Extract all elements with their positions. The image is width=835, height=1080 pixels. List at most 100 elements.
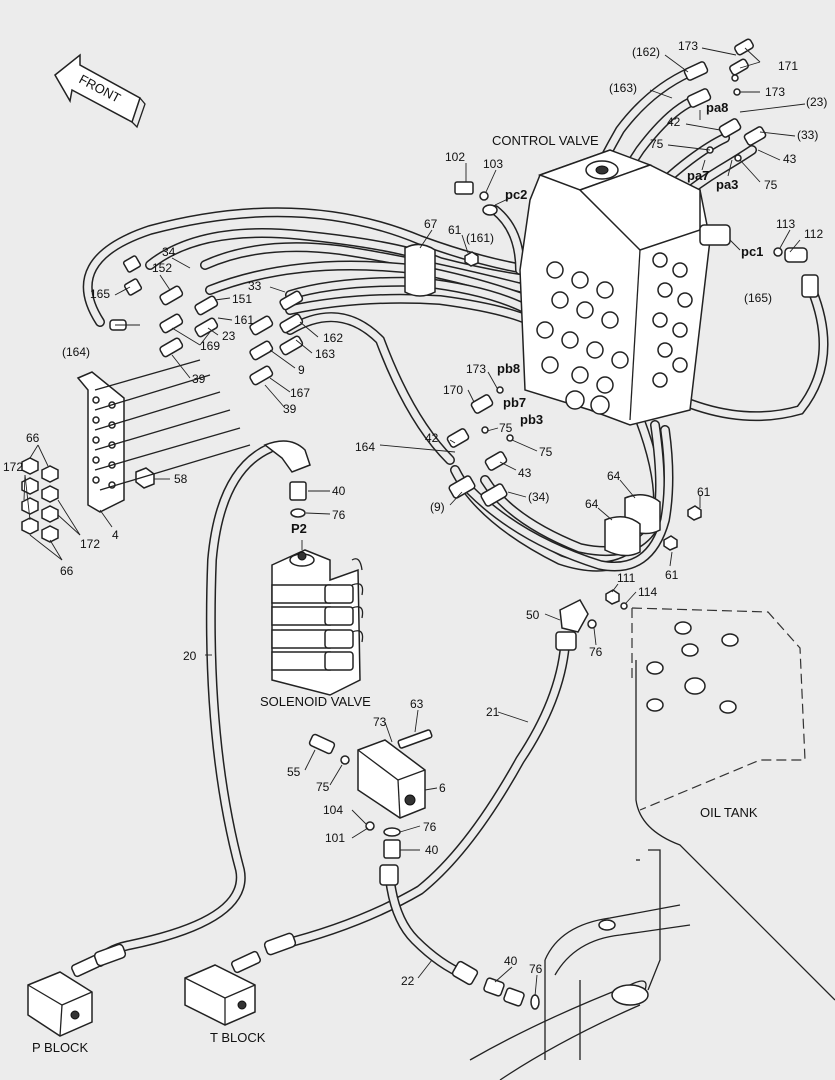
label-162: 162 (323, 331, 343, 345)
label-39: 39 (192, 372, 206, 386)
bracket (21, 255, 304, 543)
label-112: 112 (804, 227, 823, 241)
label-66: 66 (26, 431, 40, 445)
hose-clamps (404, 243, 661, 557)
control-valve-label: CONTROL VALVE (492, 133, 599, 148)
label-75: 75 (764, 178, 778, 192)
label-163-ref: (163) (609, 81, 637, 95)
t-block-label: T BLOCK (210, 1030, 266, 1045)
label-75: 75 (539, 445, 553, 459)
port-pc2: pc2 (505, 187, 527, 202)
label-58: 58 (174, 472, 188, 486)
label-21: 21 (486, 705, 500, 719)
label-167: 167 (290, 386, 310, 400)
valve-ports (536, 252, 693, 415)
control-valve (519, 149, 731, 426)
p-block-label: P BLOCK (32, 1040, 88, 1055)
port-p2: P2 (291, 521, 307, 536)
label-104: 104 (323, 803, 343, 817)
hex-nuts (21, 457, 59, 543)
label-23: 23 (222, 329, 236, 343)
oil-tank: OIL TANK (469, 607, 835, 1080)
label-67: 67 (424, 217, 438, 231)
label-161-ref: (161) (466, 231, 494, 245)
label-40: 40 (504, 954, 518, 968)
label-162-ref: (162) (632, 45, 660, 59)
label-151: 151 (232, 292, 252, 306)
label-66: 66 (60, 564, 74, 578)
label-64: 64 (607, 469, 621, 483)
label-76: 76 (332, 508, 346, 522)
label-42: 42 (667, 115, 681, 129)
port-pa7: pa7 (687, 168, 709, 183)
front-arrow-icon: FRONT (54, 53, 146, 129)
label-111: 111 (617, 571, 636, 585)
port-pb3: pb3 (520, 412, 543, 427)
label-61: 61 (665, 568, 679, 582)
label-75: 75 (650, 137, 664, 151)
label-164-ref: (164) (62, 345, 90, 359)
label-33: 33 (248, 279, 262, 293)
label-40: 40 (332, 484, 346, 498)
hoses (82, 67, 829, 980)
label-152: 152 (152, 261, 172, 275)
label-55: 55 (287, 765, 301, 779)
label-165-ref: (165) (744, 291, 772, 305)
port-pa8: pa8 (706, 100, 728, 115)
label-34-ref: (34) (528, 490, 549, 504)
label-6: 6 (439, 781, 446, 795)
label-61: 61 (448, 223, 462, 237)
label-76: 76 (529, 962, 543, 976)
fittings (93, 38, 819, 1010)
label-172: 172 (3, 460, 23, 474)
t-block: T BLOCK (184, 950, 266, 1045)
label-34: 34 (162, 245, 176, 259)
label-75: 75 (316, 780, 330, 794)
label-173: 173 (765, 85, 785, 99)
label-40: 40 (425, 843, 439, 857)
label-9: 9 (298, 363, 305, 377)
port-pa3: pa3 (716, 177, 738, 192)
label-101: 101 (325, 831, 345, 845)
label-103: 103 (483, 157, 503, 171)
label-75: 75 (499, 421, 513, 435)
label-64: 64 (585, 497, 599, 511)
port-pb8: pb8 (497, 361, 520, 376)
label-39: 39 (283, 402, 297, 416)
label-33-ref: (33) (797, 128, 818, 142)
label-20: 20 (183, 649, 197, 663)
label-9-ref: (9) (430, 500, 445, 514)
label-170: 170 (443, 383, 463, 397)
label-163: 163 (315, 347, 335, 361)
label-43: 43 (518, 466, 532, 480)
port-pb7: pb7 (503, 395, 526, 410)
p-block: P BLOCK (27, 954, 101, 1055)
label-113: 113 (776, 217, 795, 231)
label-164: 164 (355, 440, 375, 454)
label-161: 161 (234, 313, 254, 327)
label-114: 114 (638, 585, 657, 599)
label-169: 169 (200, 339, 220, 353)
block-6 (308, 729, 433, 859)
solenoid-valve: SOLENOID VALVE (260, 549, 371, 709)
label-76: 76 (423, 820, 437, 834)
port-pc1: pc1 (741, 244, 763, 259)
label-63: 63 (410, 697, 424, 711)
leader-lines (23, 47, 806, 997)
label-171: 171 (778, 59, 798, 73)
label-73: 73 (373, 715, 387, 729)
label-102: 102 (445, 150, 465, 164)
solenoid-valve-label: SOLENOID VALVE (260, 694, 371, 709)
label-172: 172 (80, 537, 100, 551)
label-173: 173 (678, 39, 698, 53)
label-23-ref: (23) (806, 95, 827, 109)
part-labels: CONTROL VALVE pc1 pc2 pa3 pa7 pa8 pb3 pb… (3, 39, 827, 988)
label-173: 173 (466, 362, 486, 376)
oil-tank-label: OIL TANK (700, 805, 758, 820)
label-76: 76 (589, 645, 603, 659)
label-61: 61 (697, 485, 711, 499)
label-50: 50 (526, 608, 540, 622)
label-42: 42 (425, 431, 439, 445)
label-165: 165 (90, 287, 110, 301)
